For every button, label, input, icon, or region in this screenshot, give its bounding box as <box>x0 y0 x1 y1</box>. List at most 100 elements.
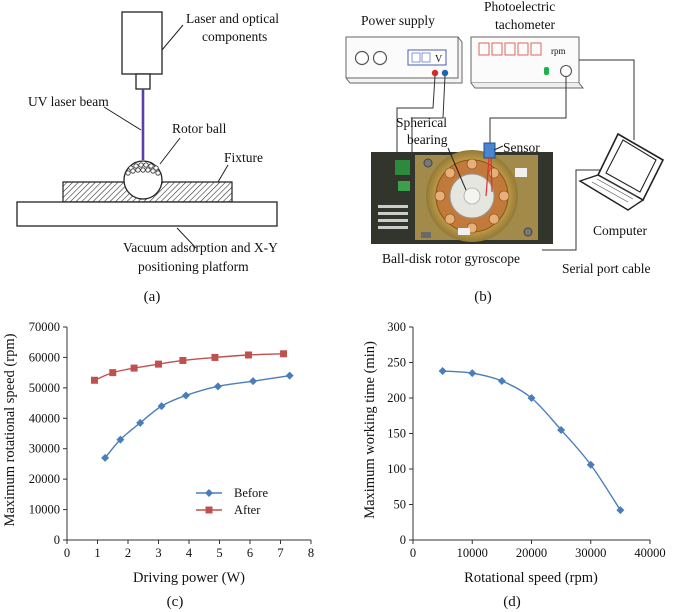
x-tick-label: 5 <box>216 546 222 560</box>
series-line <box>104 374 290 459</box>
legend-after-marker <box>205 506 213 514</box>
computer-device <box>578 132 665 211</box>
legend-before-label: Before <box>234 486 268 500</box>
y-tick-label: 200 <box>387 391 406 405</box>
y-tick-label: 100 <box>387 462 406 476</box>
axis-lines <box>412 327 650 541</box>
data-point <box>586 460 595 469</box>
data-point <box>109 369 117 377</box>
chart-d-ylabel: Maximum working time (min) <box>362 341 378 519</box>
x-tick-label: 0 <box>410 546 416 560</box>
data-point <box>280 350 288 358</box>
caption-b: (b) <box>474 289 492 305</box>
x-tick-label: 3 <box>155 546 161 560</box>
cable-label: Serial port cable <box>562 261 650 276</box>
y-tick-label: 60000 <box>29 350 60 364</box>
leader-lines-b <box>447 145 504 191</box>
chart-c-marks <box>90 350 294 462</box>
leader-lines-a <box>103 24 229 249</box>
data-point <box>438 367 447 376</box>
x-tick-label: 30000 <box>575 546 606 560</box>
y-tick-label: 50 <box>394 498 407 512</box>
data-point <box>181 391 190 400</box>
data-point <box>90 376 98 384</box>
data-point <box>557 425 566 434</box>
y-tick-label: 30000 <box>29 442 60 456</box>
sensor-device <box>483 142 496 197</box>
bearing-label-line2: bearing <box>407 132 448 147</box>
x-tick-label: 0 <box>64 546 70 560</box>
data-point <box>116 435 125 444</box>
gyroscope-photo <box>371 150 553 244</box>
power-supply-label: Power supply <box>361 13 435 28</box>
x-tick-label: 6 <box>247 546 253 560</box>
y-tick-label: 40000 <box>29 411 60 425</box>
y-tick-label: 300 <box>387 320 406 334</box>
data-point <box>616 506 625 515</box>
series-line <box>94 353 284 381</box>
panel-b: V rpm <box>345 0 665 305</box>
platform-label-line2: positioning platform <box>138 259 249 274</box>
fixture-label: Fixture <box>224 150 263 165</box>
y-tick-label: 20000 <box>29 472 60 486</box>
y-tick-label: 70000 <box>29 320 60 334</box>
x-tick-label: 40000 <box>634 546 665 560</box>
panel-a: Laser and optical components UV laser be… <box>16 11 279 305</box>
laser-label-line1: Laser and optical <box>186 11 279 26</box>
data-point <box>249 377 258 386</box>
x-tick-label: 4 <box>186 546 193 560</box>
x-tick-label: 8 <box>308 546 314 560</box>
y-tick-label: 0 <box>400 533 406 547</box>
y-tick-label: 50000 <box>29 381 60 395</box>
rotor-ball-label: Rotor ball <box>172 121 227 136</box>
chart-d-marks <box>438 367 625 515</box>
platform <box>16 201 278 227</box>
axis-lines <box>66 327 311 541</box>
laser-head <box>121 11 163 75</box>
computer-label: Computer <box>593 223 647 238</box>
chart-c-xlabel: Driving power (W) <box>133 570 245 586</box>
bearing-label-line1: Spherical <box>396 115 447 130</box>
laser-label-line2: components <box>202 29 267 44</box>
legend-after-label: After <box>234 503 261 517</box>
power-unit-label: V <box>435 54 443 65</box>
data-point <box>136 418 145 427</box>
tacho-sensor-port <box>559 64 573 78</box>
tachometer-device: rpm <box>470 36 585 89</box>
ball-dimples <box>125 162 161 176</box>
data-point <box>155 360 162 368</box>
y-tick-label: 0 <box>54 533 60 547</box>
tacho-led-green <box>544 67 549 75</box>
x-tick-label: 7 <box>277 546 283 560</box>
caption-c: (c) <box>167 594 184 610</box>
data-point <box>130 364 138 372</box>
data-point <box>211 353 219 361</box>
gyro-label: Ball-disk rotor gyroscope <box>382 251 520 266</box>
power-led-blue <box>441 69 449 77</box>
data-point <box>244 351 252 359</box>
tacho-label-line1: Photoelectric <box>484 0 555 14</box>
tacho-unit-label: rpm <box>551 46 566 56</box>
data-point <box>179 356 187 364</box>
legend-before-marker <box>205 489 213 497</box>
chart-d-xlabel: Rotational speed (rpm) <box>464 570 598 586</box>
x-tick-label: 1 <box>94 546 100 560</box>
data-point <box>468 369 477 378</box>
data-point <box>213 382 222 391</box>
power-supply-device: V <box>345 36 463 84</box>
series-line <box>442 370 621 511</box>
uv-beam-label: UV laser beam <box>28 94 109 109</box>
chart-c-legend: Before After <box>196 486 268 517</box>
caption-d: (d) <box>503 594 521 610</box>
power-led-red <box>431 69 439 77</box>
x-tick-label: 20000 <box>516 546 547 560</box>
platform-label-line1: Vacuum adsorption and X-Y <box>123 240 278 255</box>
y-tick-label: 250 <box>387 356 406 370</box>
x-tick-label: 10000 <box>457 546 488 560</box>
wires <box>396 59 635 251</box>
chart-c-ylabel: Maximum rotational speed (rpm) <box>2 333 18 526</box>
